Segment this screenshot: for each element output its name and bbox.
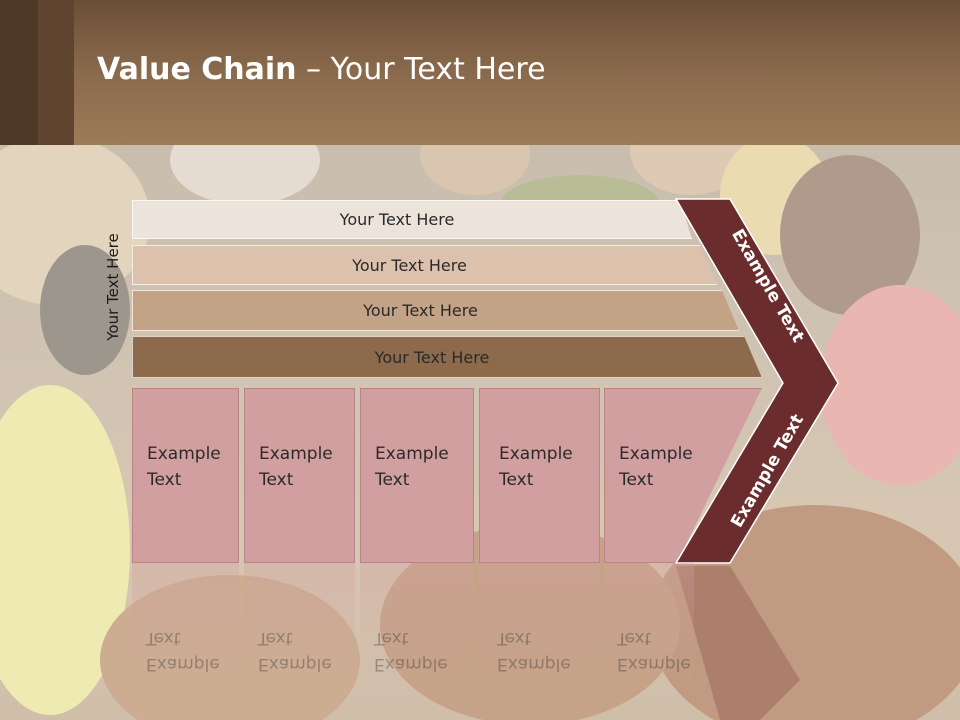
title-rest: – Your Text Here: [296, 52, 546, 87]
example-box-5-line2: Text: [619, 470, 654, 490]
header-band: Value Chain – Your Text Here: [0, 0, 960, 145]
example-box-2-line1: Example: [259, 444, 333, 464]
example-box-4: Example Text: [479, 388, 600, 563]
value-bar-2: Your Text Here: [132, 245, 717, 285]
example-box-2-line2: Text: [259, 470, 294, 490]
slide-title: Value Chain – Your Text Here: [97, 52, 546, 87]
example-box-2: Example Text: [244, 388, 355, 563]
example-box-1: Example Text: [132, 388, 239, 563]
chevron-arrow: [674, 198, 839, 564]
example-box-5-line1: Example: [619, 444, 693, 464]
example-box-4-line2: Text: [499, 470, 534, 490]
value-bar-4-label: Your Text Here: [374, 347, 490, 367]
example-box-3-line2: Text: [375, 470, 410, 490]
value-bar-1: Your Text Here: [132, 200, 692, 239]
header-accent-strip-2: [38, 0, 74, 145]
value-bar-1-label: Your Text Here: [339, 210, 455, 229]
value-bar-4: Your Text Here: [132, 336, 762, 378]
example-box-3: Example Text: [360, 388, 474, 563]
example-box-1-line2: Text: [147, 470, 182, 490]
title-bold: Value Chain: [97, 52, 297, 87]
example-box-1-line1: Example: [147, 444, 221, 464]
example-box-3-line1: Example: [375, 444, 449, 464]
example-box-4-line1: Example: [499, 444, 573, 464]
value-bar-3-label: Your Text Here: [363, 301, 478, 320]
value-bar-3: Your Text Here: [132, 290, 739, 331]
header-accent-strip: [0, 0, 38, 145]
value-bar-2-label: Your Text Here: [352, 255, 467, 275]
